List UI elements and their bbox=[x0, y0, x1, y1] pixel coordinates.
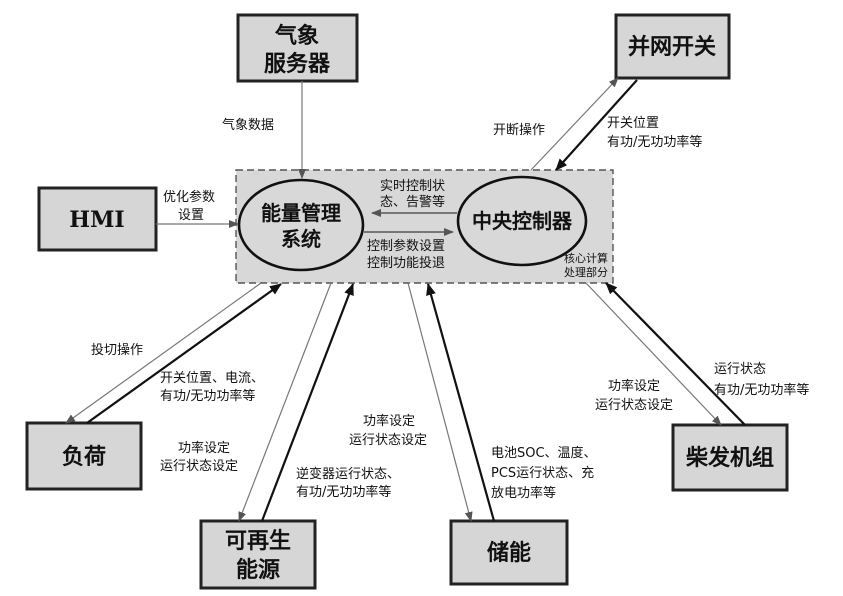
realtime-status-label-line1: 实时控制状 bbox=[380, 179, 445, 194]
renewable-status-arrow bbox=[260, 283, 355, 522]
load-status-label-line2: 有功/无功功率等 bbox=[160, 388, 255, 404]
core-label-line2: 处理部分 bbox=[564, 265, 608, 279]
switch-operation-label: 开断操作 bbox=[493, 122, 545, 138]
renewable-status-label-line2: 有功/无功功率等 bbox=[296, 484, 391, 500]
weather-data-label: 气象数据 bbox=[222, 117, 274, 133]
weather-label-line1: 气象 bbox=[274, 23, 319, 49]
renewable-energy-box bbox=[199, 519, 317, 590]
hmi-box bbox=[37, 186, 158, 252]
grid-switch-box bbox=[614, 13, 731, 80]
hmi-params-label-line2: 设置 bbox=[178, 208, 204, 223]
weather-server-box bbox=[236, 13, 359, 83]
realtime-status-label-line2: 态、告警等 bbox=[380, 194, 445, 210]
central-controller-node bbox=[456, 175, 588, 267]
diesel-generator-box bbox=[671, 423, 789, 492]
renewable-status-label-line1: 逆变器运行状态、 bbox=[296, 466, 400, 482]
load-switch-label: 投切操作 bbox=[91, 342, 143, 358]
renewable-label-line1: 可再生 bbox=[225, 528, 291, 554]
energy-management-system-node bbox=[237, 178, 365, 272]
load-status-arrow bbox=[86, 283, 282, 424]
switch-operation-arrow bbox=[530, 77, 619, 171]
controller-label: 中央控制器 bbox=[472, 209, 573, 233]
storage-label: 储能 bbox=[487, 540, 531, 566]
renewable-setting-label-line1: 功率设定 bbox=[178, 440, 230, 456]
storage-status-arrow bbox=[426, 283, 496, 522]
diesel-label: 柴发机组 bbox=[685, 445, 774, 471]
control-params-label-line2: 控制功能投退 bbox=[367, 255, 445, 271]
storage-setting-label-line2: 运行状态设定 bbox=[349, 433, 427, 448]
storage-status-label-line3: 放电功率等 bbox=[491, 485, 556, 501]
hmi-params-label-line1: 优化参数 bbox=[163, 189, 215, 205]
load-label: 负荷 bbox=[62, 444, 106, 470]
switch-status-arrow bbox=[555, 79, 638, 171]
diesel-status-arrow bbox=[605, 282, 746, 426]
switch-status-label-line1: 开关位置 bbox=[607, 116, 659, 131]
renewable-setting-label-line2: 运行状态设定 bbox=[160, 459, 238, 474]
ems-label-line2: 系统 bbox=[281, 227, 321, 251]
storage-setting-label-line1: 功率设定 bbox=[363, 413, 415, 429]
storage-setting-arrow bbox=[407, 282, 473, 522]
diesel-setting-arrow bbox=[585, 282, 722, 426]
storage-status-label-line1: 电池SOC、温度、 bbox=[491, 445, 597, 461]
load-status-label-line1: 开关位置、电流、 bbox=[160, 371, 264, 386]
renewable-label-line2: 能源 bbox=[236, 557, 280, 583]
storage-box bbox=[449, 519, 569, 586]
load-switch-arrow bbox=[65, 282, 262, 424]
load-box bbox=[25, 421, 143, 491]
diesel-status-label-line1: 运行状态 bbox=[714, 362, 766, 377]
core-label-line1: 核心计算 bbox=[564, 251, 608, 265]
weather-label-line2: 服务器 bbox=[264, 51, 331, 77]
diesel-setting-label-line1: 功率设定 bbox=[608, 378, 660, 394]
renewable-setting-arrow bbox=[238, 282, 332, 522]
grid-switch-label: 并网开关 bbox=[628, 34, 716, 60]
diesel-setting-label-line2: 运行状态设定 bbox=[595, 398, 673, 413]
switch-status-label-line2: 有功/无功功率等 bbox=[607, 134, 702, 150]
ems-label-line1: 能量管理 bbox=[261, 201, 341, 225]
control-params-label-line1: 控制参数设置 bbox=[367, 238, 445, 254]
diesel-status-label-line2: 有功/无功功率等 bbox=[714, 382, 809, 398]
hmi-label: HMI bbox=[69, 207, 124, 233]
storage-status-label-line2: PCS运行状态、充 bbox=[491, 465, 594, 481]
